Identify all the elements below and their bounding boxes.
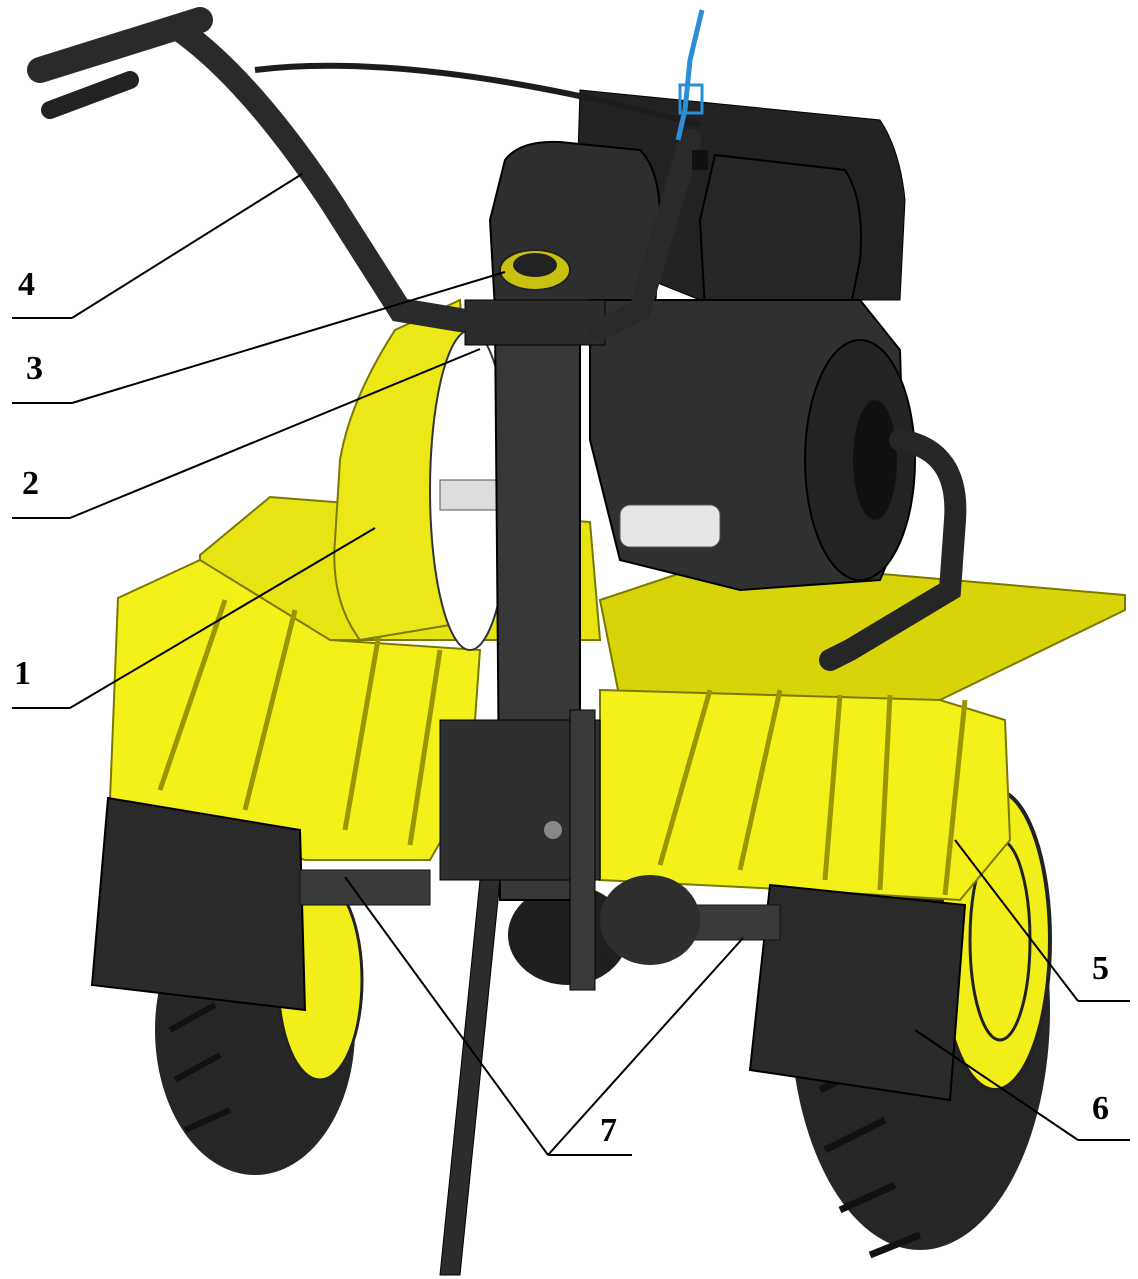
callout-5: 5 [1092,950,1109,987]
frame [439,299,606,1276]
right-mudflap [748,883,967,1102]
left-mudflap [90,796,307,1012]
callout-3: 3 [26,350,43,387]
callout-4: 4 [18,266,35,303]
engine [488,89,967,671]
handlebar [27,7,708,341]
leader-lines [12,173,1130,1156]
callout-2: 2 [22,465,39,502]
callout-6: 6 [1092,1090,1109,1127]
belt-cover [333,298,511,651]
callout-1: 1 [14,655,31,692]
axle [299,869,781,985]
callout-7: 7 [600,1112,617,1149]
